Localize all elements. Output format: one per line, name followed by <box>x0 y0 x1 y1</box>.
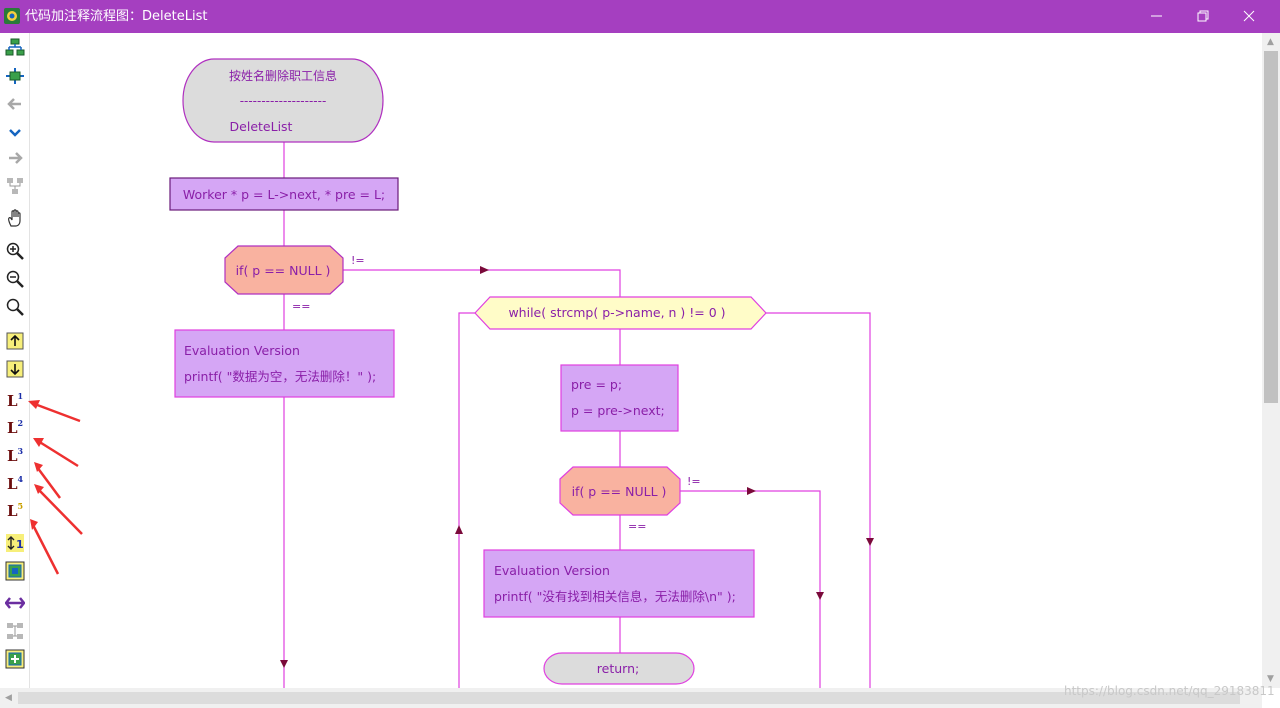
close-icon <box>1243 10 1255 22</box>
image-export-icon[interactable] <box>5 561 25 581</box>
zoom-fit-icon[interactable] <box>5 297 25 317</box>
forward-arrow-icon[interactable] <box>5 148 25 168</box>
start-terminal[interactable]: 按姓名删除职工信息 -------------------- DeleteLis… <box>182 58 384 143</box>
zoom-out-icon[interactable] <box>5 269 25 289</box>
decision-if-1[interactable]: if( p == NULL ) != == <box>224 245 365 313</box>
return-text: return; <box>597 661 639 676</box>
zoom-in-icon[interactable] <box>5 241 25 261</box>
svg-text:1: 1 <box>16 538 24 551</box>
if-2-not-equal-label: != <box>687 475 701 488</box>
if-1-not-equal-label: != <box>351 254 365 267</box>
restore-button[interactable] <box>1180 0 1226 33</box>
scroll-up-icon[interactable]: ▲ <box>1267 37 1274 47</box>
flowchart-icon[interactable] <box>5 38 25 58</box>
scroll-down-icon[interactable]: ▼ <box>1267 674 1274 684</box>
annotation-arrows <box>28 400 83 575</box>
app-icon[interactable] <box>4 8 20 24</box>
decision-if-2[interactable]: if( p == NULL ) != == <box>559 466 701 533</box>
horizontal-scroll-thumb[interactable] <box>18 692 1240 704</box>
process-box-2[interactable]: Evaluation Version printf( "没有找到相关信息，无法删… <box>483 549 755 618</box>
scroll-left-icon[interactable]: ◀ <box>5 693 12 703</box>
level-2-button[interactable]: L2 <box>7 418 24 437</box>
watermark: https://blog.csdn.net/qq_29183811 <box>1064 684 1275 698</box>
horizontal-scrollbar[interactable]: ◀ <box>0 688 1262 708</box>
tree-icon[interactable] <box>5 176 25 196</box>
close-button[interactable] <box>1226 0 1272 33</box>
title-bar: 代码加注释流程图：DeleteList <box>0 0 1280 33</box>
start-title: 按姓名删除职工信息 <box>229 68 337 83</box>
assign-line-2: p = pre->next; <box>571 403 665 418</box>
return-terminal[interactable]: return; <box>543 652 695 685</box>
arrowheads <box>280 266 874 668</box>
level-sort-icon[interactable]: 1 <box>5 533 25 553</box>
move-down-icon[interactable] <box>5 359 25 379</box>
if-1-equal-label: == <box>292 300 310 313</box>
left-toolbar: L1 L2 L3 L4 L5 1 <box>0 33 30 708</box>
minimize-button[interactable] <box>1134 0 1180 33</box>
vertical-scrollbar[interactable]: ▲ ▼ <box>1262 33 1280 688</box>
declaration-text: Worker * p = L->next, * pre = L; <box>183 187 385 202</box>
vertical-scroll-thumb[interactable] <box>1264 51 1278 403</box>
assignment-box[interactable]: pre = p; p = pre->next; <box>560 364 679 432</box>
expand-horizontal-icon[interactable] <box>5 593 25 613</box>
printf-1: printf( "数据为空，无法删除！" ); <box>184 369 376 384</box>
connector-lines <box>283 142 871 688</box>
restore-icon <box>1197 10 1209 22</box>
assign-line-1: pre = p; <box>571 377 622 392</box>
declaration-box[interactable]: Worker * p = L->next, * pre = L; <box>169 177 399 211</box>
start-divider: -------------------- <box>240 94 327 108</box>
level-5-button[interactable]: L5 <box>7 501 24 520</box>
chevron-down-icon[interactable] <box>5 122 25 142</box>
printf-2: printf( "没有找到相关信息，无法删除\n" ); <box>494 589 736 604</box>
while-loop[interactable]: while( strcmp( p->name, n ) != 0 ) <box>474 296 767 330</box>
back-arrow-icon[interactable] <box>5 94 25 114</box>
level-1-button[interactable]: L1 <box>7 391 24 410</box>
node-icon[interactable] <box>5 66 25 86</box>
structure-icon[interactable] <box>5 621 25 641</box>
hand-icon[interactable] <box>5 208 25 228</box>
move-up-icon[interactable] <box>5 331 25 351</box>
while-condition: while( strcmp( p->name, n ) != 0 ) <box>508 305 725 320</box>
process-box-1[interactable]: Evaluation Version printf( "数据为空，无法删除！" … <box>174 329 395 398</box>
window-title: 代码加注释流程图：DeleteList <box>25 9 208 24</box>
flowchart-canvas[interactable]: 按姓名删除职工信息 -------------------- DeleteLis… <box>30 33 1262 688</box>
if-2-equal-label: == <box>628 520 646 533</box>
function-name: DeleteList <box>230 119 293 134</box>
if-1-condition: if( p == NULL ) <box>236 263 331 278</box>
diagram-export-icon[interactable] <box>5 649 25 669</box>
level-3-button[interactable]: L3 <box>7 446 24 465</box>
minimize-icon <box>1151 15 1162 17</box>
evaluation-label-2: Evaluation Version <box>494 563 610 578</box>
if-2-condition: if( p == NULL ) <box>572 484 667 499</box>
evaluation-label-1: Evaluation Version <box>184 343 300 358</box>
level-4-button[interactable]: L4 <box>7 474 24 493</box>
